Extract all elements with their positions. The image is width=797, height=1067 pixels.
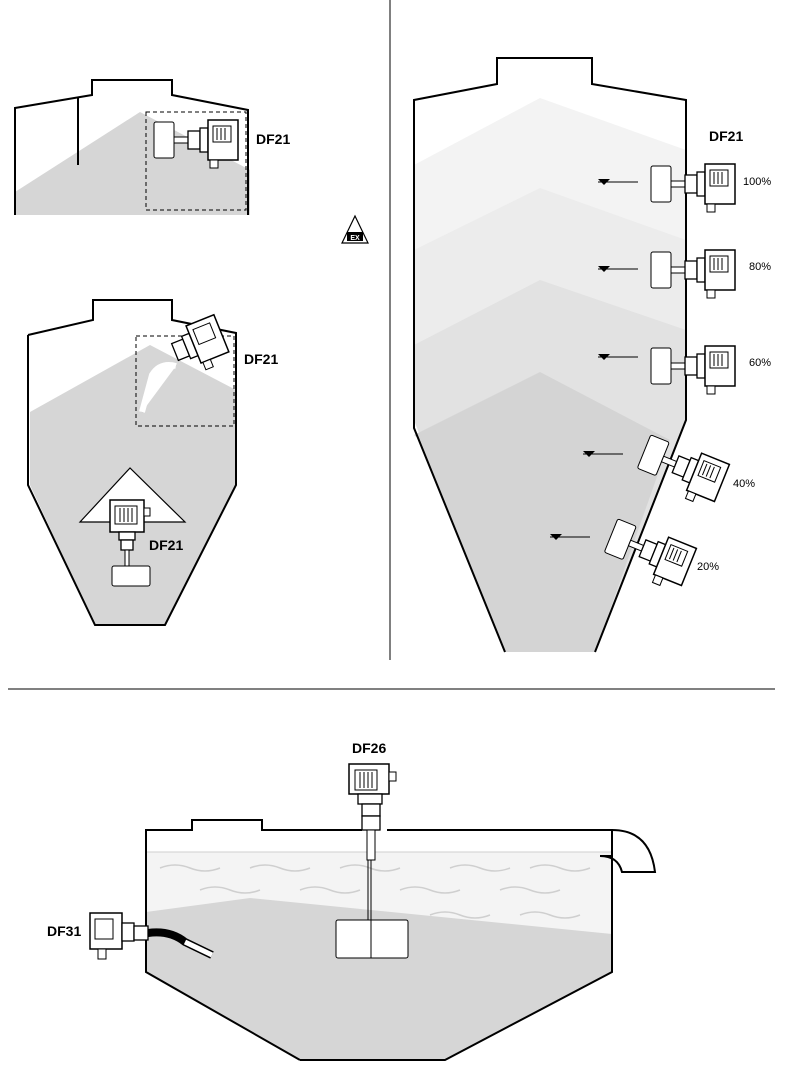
sensor-df26 (335, 763, 409, 959)
material-fill (15, 112, 250, 215)
label-df21-top-left: DF21 (256, 131, 290, 147)
label-df31: DF31 (47, 923, 81, 939)
level-label-20: 20% (697, 561, 719, 573)
detail-frame (145, 111, 247, 211)
silo-mid-left (27, 299, 237, 626)
label-df26: DF26 (352, 740, 386, 756)
level-label-80: 80% (749, 261, 771, 273)
ex-warning-icon: EX (341, 214, 369, 244)
level-label-100: 100% (743, 176, 771, 188)
liquid-lower (146, 898, 612, 1060)
silo-right (413, 57, 736, 653)
sensor-df31 (89, 912, 214, 960)
material-layer-40 (414, 372, 670, 652)
wave-lines (159, 864, 591, 919)
label-df21-mid-left-bottom: DF21 (149, 537, 183, 553)
label-df21-right: DF21 (709, 128, 743, 144)
tank-bottom (89, 763, 657, 1061)
level-label-60: 60% (749, 357, 771, 369)
label-df21-mid-left-side: DF21 (244, 351, 278, 367)
silo-top-left (14, 79, 250, 215)
level-label-40: 40% (733, 478, 755, 490)
ex-symbol-text: EX (350, 235, 360, 242)
